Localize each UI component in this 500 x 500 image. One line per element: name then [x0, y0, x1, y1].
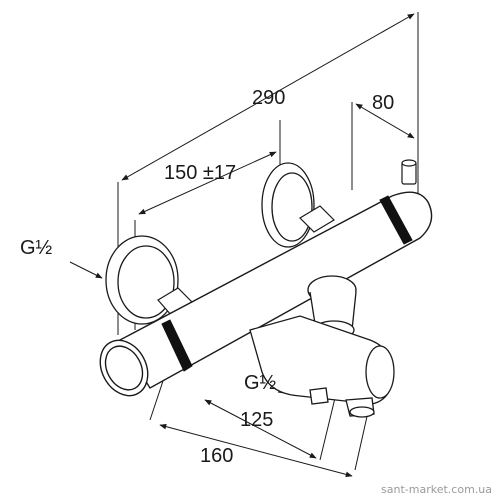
dim-center-distance: 150 ±17 [164, 162, 237, 184]
thermostat-body [99, 191, 433, 397]
body-rings [161, 195, 413, 372]
right-connection-nut [299, 205, 335, 233]
dim-line-80 [355, 103, 415, 139]
dim-spout-thread: G½ [244, 372, 277, 394]
dim-spout-offset-inner: 125 [240, 409, 274, 431]
bath-spout [249, 315, 395, 418]
dim-line-160 [159, 423, 353, 478]
right-wall-escutcheon [261, 162, 315, 248]
top-outlet [401, 159, 417, 185]
leader-inlet-thread [69, 261, 103, 279]
right-ring [379, 195, 413, 245]
dimension-lines [69, 13, 415, 478]
dim-inlet-thread: G½ [20, 237, 53, 259]
dim-outlet-offset: 80 [372, 92, 395, 114]
dim-overall-width: 290 [252, 87, 286, 109]
dim-line-150 [138, 151, 277, 215]
watermark: sant-market.com.ua [381, 483, 492, 496]
dim-spout-offset-outer: 160 [200, 445, 234, 467]
spout-extension-right [319, 397, 336, 461]
left-ring [161, 319, 193, 372]
spout-extension-outer [354, 411, 369, 471]
